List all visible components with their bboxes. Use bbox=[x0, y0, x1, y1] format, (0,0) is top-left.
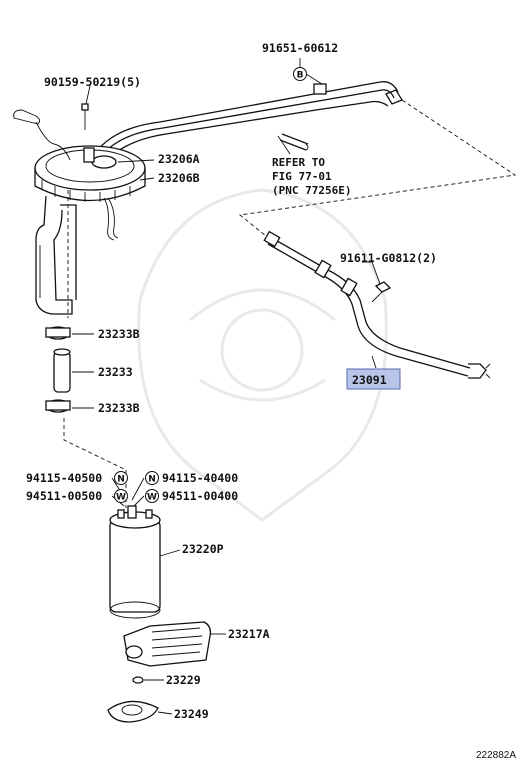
svg-text:W: W bbox=[116, 493, 126, 503]
badge-n-left: N bbox=[114, 471, 128, 485]
dashed-reference-lines bbox=[63, 99, 517, 508]
svg-text:B: B bbox=[297, 71, 304, 81]
fuel-sender-assembly bbox=[13, 103, 146, 315]
badge-w-left: W bbox=[114, 489, 128, 503]
label-91651-60612[interactable]: 91651-60612 bbox=[262, 41, 338, 55]
label-94115-40500[interactable]: 94115-40500 bbox=[26, 471, 102, 485]
pump-cushion bbox=[132, 676, 144, 684]
label-91611-G0812[interactable]: 91611-G0812(2) bbox=[340, 251, 437, 265]
refer-note-line3: (PNC 77256E) bbox=[272, 184, 351, 197]
bolt-91611 bbox=[371, 281, 392, 303]
fuel-pipe-23091 bbox=[263, 230, 491, 379]
label-23233B-top[interactable]: 23233B bbox=[98, 327, 140, 341]
label-23229[interactable]: 23229 bbox=[166, 673, 201, 687]
refer-note-line2[interactable]: FIG 77-01 bbox=[272, 170, 332, 183]
label-23206A[interactable]: 23206A bbox=[158, 152, 200, 166]
svg-text:N: N bbox=[148, 475, 156, 485]
fuel-hose bbox=[53, 348, 71, 393]
hose-clamp-bottom bbox=[45, 399, 71, 413]
highlight-23091 bbox=[346, 368, 401, 390]
label-94115-40400[interactable]: 94115-40400 bbox=[162, 471, 238, 485]
svg-text:W: W bbox=[147, 493, 157, 503]
fuel-suction-filter bbox=[123, 621, 212, 667]
fuel-pump bbox=[109, 505, 161, 619]
refer-pipe-stub bbox=[279, 133, 309, 151]
watermark-emblem bbox=[137, 188, 388, 522]
label-23249[interactable]: 23249 bbox=[174, 707, 209, 721]
label-23206B[interactable]: 23206B bbox=[158, 171, 200, 185]
label-94511-00500[interactable]: 94511-00500 bbox=[26, 489, 102, 503]
badge-w-right: W bbox=[145, 489, 159, 503]
label-94511-00400[interactable]: 94511-00400 bbox=[162, 489, 238, 503]
refer-note-line1: REFER TO bbox=[272, 156, 325, 169]
pump-bracket bbox=[107, 700, 159, 723]
badge-n-right: N bbox=[145, 471, 159, 485]
label-23233[interactable]: 23233 bbox=[98, 365, 133, 379]
hose-clamp-top bbox=[45, 326, 71, 340]
label-23233B-bottom[interactable]: 23233B bbox=[98, 401, 140, 415]
label-23091[interactable]: 23091 bbox=[352, 373, 387, 387]
figure-id: 222882A bbox=[476, 750, 516, 761]
svg-text:N: N bbox=[117, 475, 125, 485]
fuel-pipe-top bbox=[91, 81, 403, 169]
label-23217A[interactable]: 23217A bbox=[228, 627, 270, 641]
badge-b: B bbox=[293, 67, 307, 81]
label-23220P[interactable]: 23220P bbox=[182, 542, 224, 556]
leader-lines bbox=[72, 58, 381, 715]
label-90159-50219[interactable]: 90159-50219(5) bbox=[44, 75, 141, 89]
